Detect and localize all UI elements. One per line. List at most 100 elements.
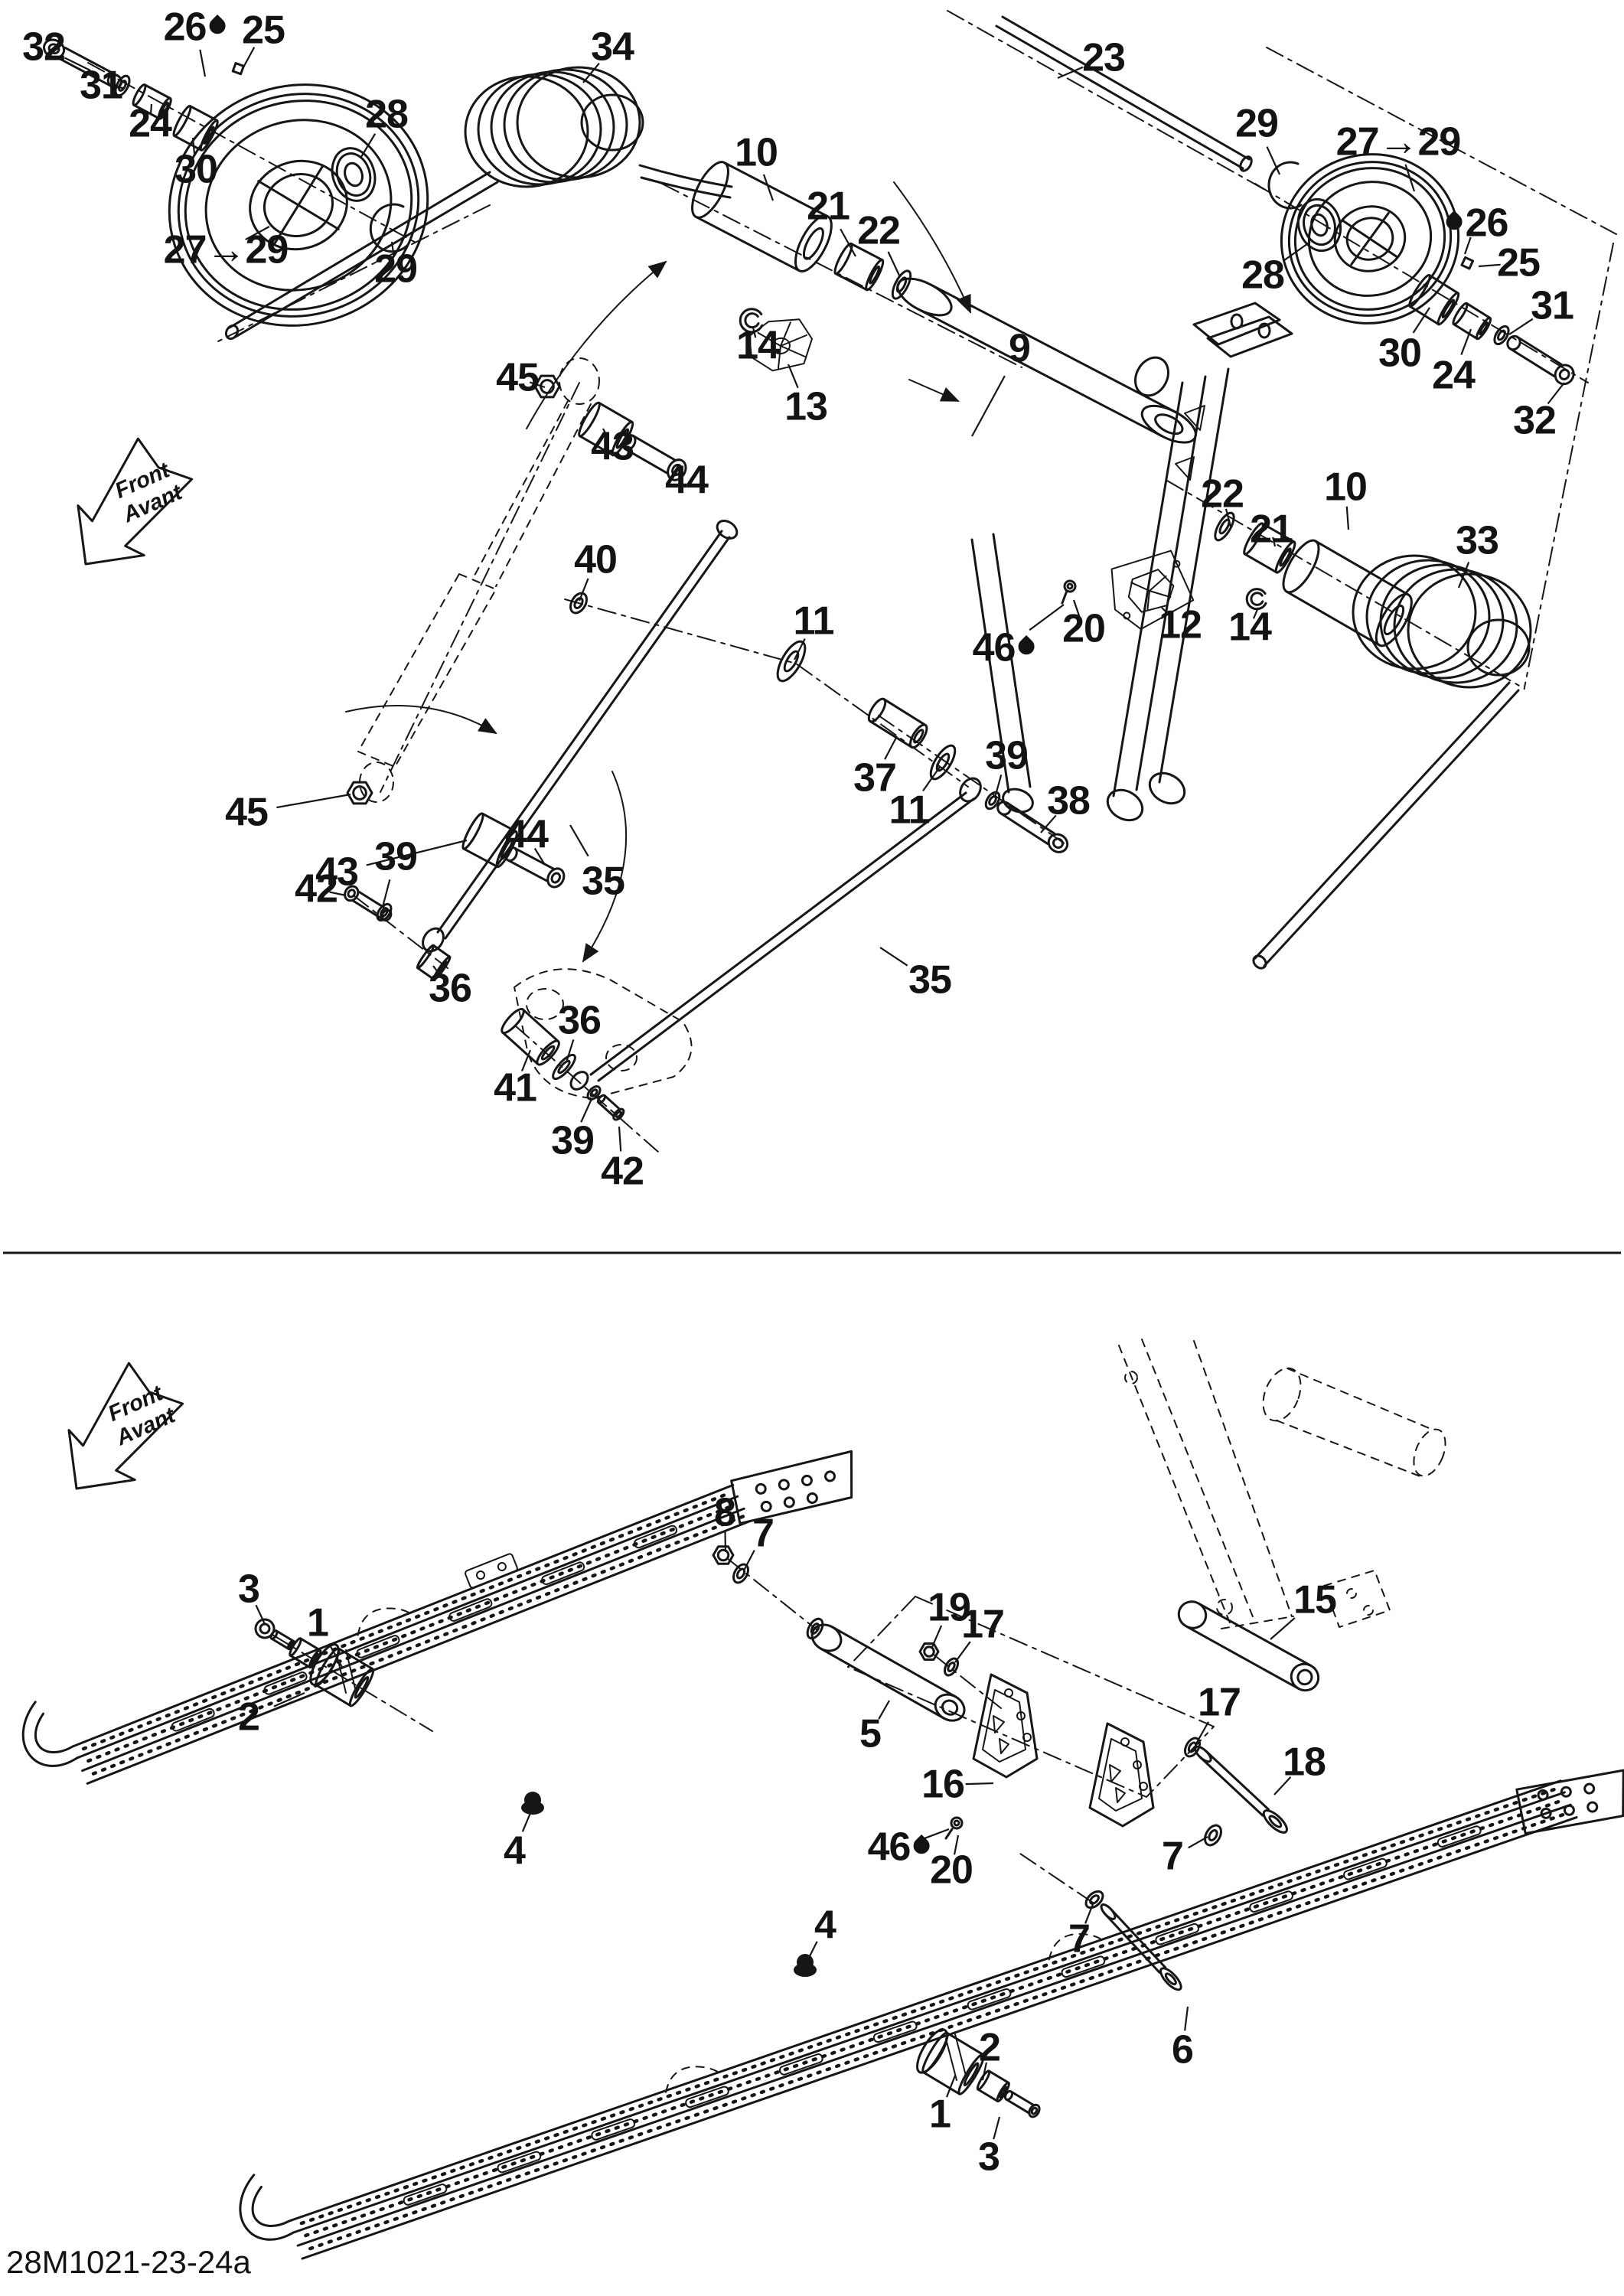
part-number: 11 <box>793 598 835 644</box>
leader-line <box>149 103 153 116</box>
part-number: 22 <box>857 208 901 253</box>
part-callout-2: 2 <box>238 1697 260 1737</box>
part-number: 7 <box>752 1511 774 1556</box>
part-number: 31 <box>1531 283 1574 328</box>
part-callout-3: 3 <box>238 1569 260 1609</box>
part-callout-12: 12 <box>1159 605 1202 644</box>
rubber-stop-12 <box>1110 550 1195 631</box>
part-callout-33: 33 <box>1456 520 1499 560</box>
part-callout-26: 26 <box>1443 203 1508 243</box>
part-number: 36 <box>429 966 472 1011</box>
part-callout-39: 39 <box>551 1120 595 1160</box>
leader-line <box>580 1098 593 1123</box>
part-number: 25 <box>1497 240 1541 285</box>
part-callout-11: 11 <box>889 790 931 830</box>
part-number: 19 <box>928 1585 971 1630</box>
part-number: 40 <box>574 537 618 582</box>
leader-line <box>1457 562 1470 589</box>
part-callout-35: 35 <box>582 861 625 901</box>
leader-line <box>752 327 757 338</box>
part-number: 2 <box>979 2025 1001 2070</box>
leader-line <box>432 965 443 980</box>
part-number: 21 <box>807 184 850 229</box>
part-number: 10 <box>735 130 778 175</box>
part-number: 26 <box>163 5 207 50</box>
part-number: 1 <box>307 1600 329 1645</box>
torsion-spring-33 <box>1252 554 1532 970</box>
leader-line <box>578 578 589 602</box>
part-number: 46 <box>867 1825 911 1870</box>
part-callout-7: 7 <box>752 1513 774 1553</box>
part-number: 23 <box>1082 35 1126 80</box>
part-number: 24 <box>129 101 172 146</box>
grease-fitting-20 <box>944 1816 964 1840</box>
leader-line <box>1252 607 1260 619</box>
part-number: 14 <box>1228 605 1272 650</box>
part-callout-42: 42 <box>601 1151 644 1191</box>
part-callout-1: 1 <box>307 1603 329 1642</box>
part-callout-34: 34 <box>591 27 634 67</box>
part-number: 27→29 <box>1335 119 1462 165</box>
part-number: 43 <box>315 850 359 895</box>
leader-line <box>879 947 908 967</box>
leader-line <box>1412 307 1430 334</box>
part-callout-27-29: 27→29 <box>164 230 289 269</box>
part-number: 38 <box>1047 778 1091 823</box>
leader-line <box>993 775 1003 798</box>
part-callout-3: 3 <box>978 2137 1000 2177</box>
leader-line <box>529 381 546 389</box>
leader-line <box>618 1126 622 1152</box>
part-callout-41: 41 <box>494 1068 537 1107</box>
part-callout-29: 29 <box>1235 103 1279 143</box>
leader-line <box>1508 318 1534 335</box>
part-number: 17 <box>961 1602 1005 1647</box>
leader-line <box>945 2075 957 2098</box>
part-callout-31: 31 <box>1531 285 1574 325</box>
leader-line <box>921 1828 950 1841</box>
part-number: 18 <box>1283 1740 1326 1785</box>
leader-line <box>1272 536 1277 547</box>
part-callout-20: 20 <box>930 1850 973 1890</box>
part-number: 39 <box>374 834 418 879</box>
part-callout-14: 14 <box>736 325 780 365</box>
leader-line <box>993 2116 1001 2140</box>
part-number: 44 <box>505 812 549 857</box>
part-number: 41 <box>494 1065 537 1110</box>
part-callout-7: 7 <box>1162 1836 1184 1876</box>
rail-left <box>21 1450 853 1785</box>
part-callout-39: 39 <box>374 837 418 876</box>
part-number: 29 <box>1235 101 1279 146</box>
part-number: 34 <box>591 24 634 70</box>
leader-line <box>1478 263 1501 268</box>
plug-25 <box>231 62 245 76</box>
part-callout-1: 1 <box>929 2094 951 2134</box>
leader-line <box>1270 1617 1296 1640</box>
part-number: 20 <box>1062 606 1106 651</box>
leader-line <box>255 1604 266 1625</box>
leader-line <box>724 1530 727 1553</box>
leader-line <box>381 879 391 908</box>
cap-cluster-rear <box>911 2025 1042 2118</box>
part-callout-9: 9 <box>1009 328 1031 368</box>
leader-line <box>243 47 256 68</box>
leader-line <box>884 735 898 760</box>
part-number: 4 <box>504 1828 526 1874</box>
document-code: 28M1021-23-24a <box>6 2244 251 2280</box>
part-callout-7: 7 <box>1068 1919 1091 1958</box>
leader-line <box>965 1782 994 1786</box>
part-number: 43 <box>591 424 634 469</box>
part-number: 32 <box>22 24 66 70</box>
part-number: 13 <box>784 384 828 429</box>
part-number: 6 <box>1172 2027 1194 2073</box>
leader-line <box>533 847 546 866</box>
leader-line <box>931 1625 943 1648</box>
part-callout-32: 32 <box>1513 400 1557 440</box>
part-number: 4 <box>814 1903 836 1948</box>
part-callout-21: 21 <box>1250 509 1293 549</box>
leader-line <box>840 228 856 257</box>
leader-line <box>1072 599 1081 617</box>
part-callout-36: 36 <box>558 1000 602 1040</box>
leader-line <box>520 1049 532 1071</box>
leader-line <box>1404 164 1416 192</box>
leader-line <box>878 1700 890 1720</box>
